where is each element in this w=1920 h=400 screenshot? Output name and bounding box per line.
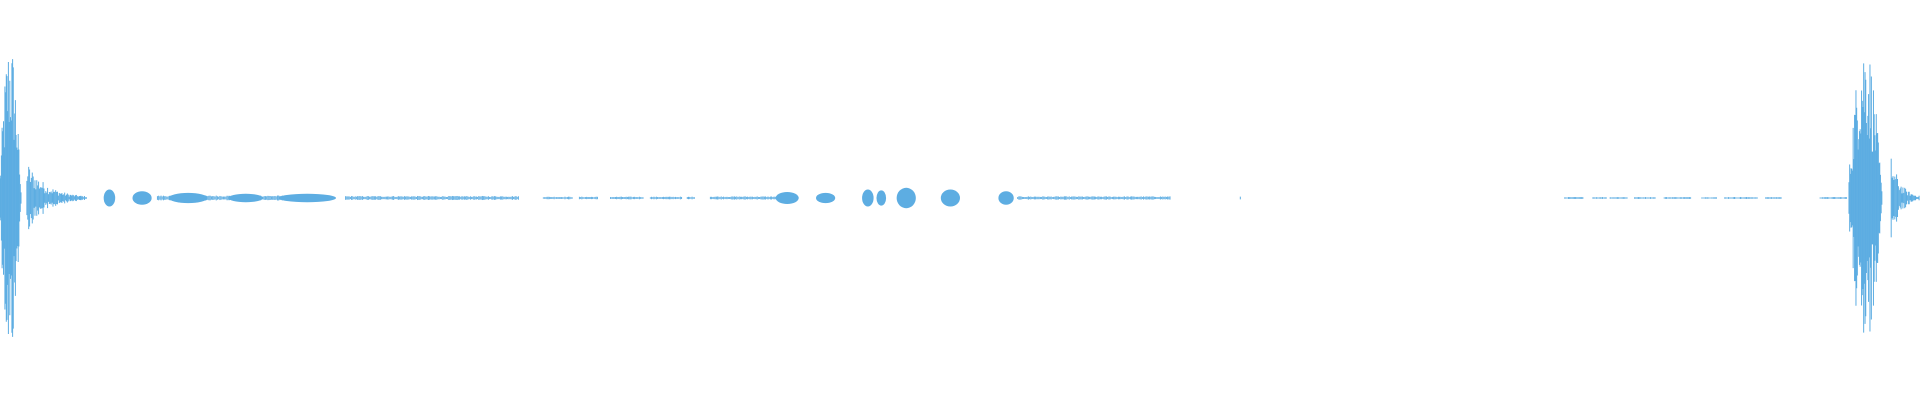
waveform-blob — [132, 191, 152, 205]
waveform-blob — [896, 187, 916, 209]
waveform-blob — [103, 189, 116, 207]
waveform-blob — [876, 190, 887, 206]
waveform-blob — [278, 193, 337, 203]
waveform-blob — [816, 192, 836, 204]
waveform-blob — [228, 193, 264, 203]
waveform-path-group — [0, 59, 1920, 337]
waveform-blob — [168, 192, 208, 204]
waveform-blob — [998, 191, 1014, 205]
waveform-blob — [775, 192, 799, 204]
waveform-blob — [940, 189, 961, 207]
waveform-blob — [862, 189, 874, 207]
